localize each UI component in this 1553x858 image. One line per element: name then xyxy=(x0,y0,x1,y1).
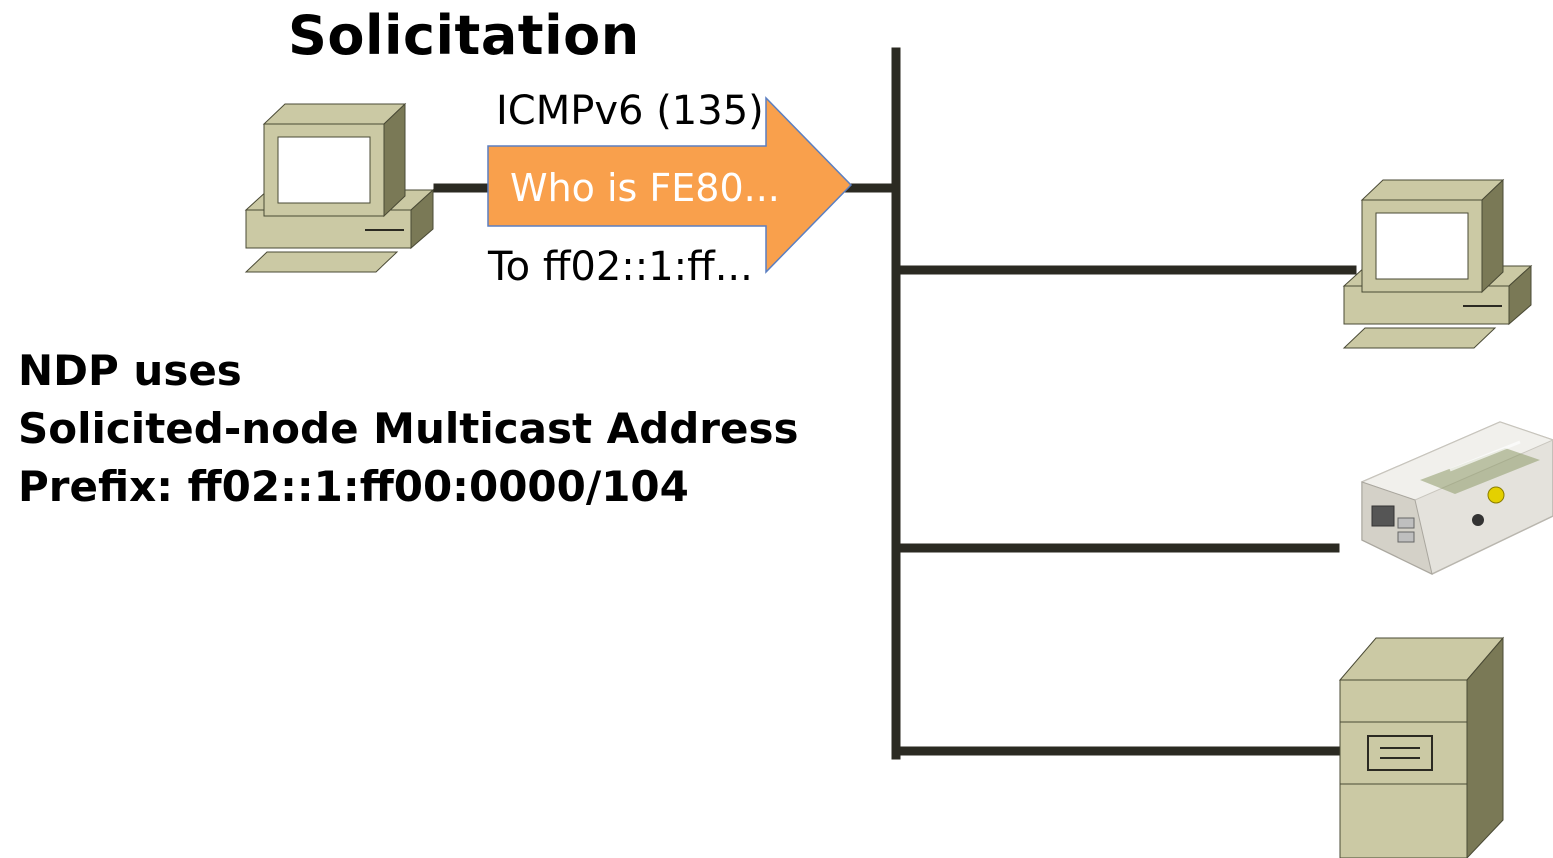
ndp-note: NDP uses Solicited-node Multicast Addres… xyxy=(18,342,799,516)
message-arrow xyxy=(487,96,853,274)
arrow-message-text: Who is FE80... xyxy=(510,166,780,210)
desktop-computer-icon xyxy=(244,102,435,273)
note-line-2: Solicited-node Multicast Address xyxy=(18,404,799,453)
note-line-3: Prefix: ff02::1:ff00:0000/104 xyxy=(18,462,689,511)
server-tower-icon xyxy=(1338,636,1505,858)
protocol-label: ICMPv6 (135) xyxy=(496,88,764,134)
note-line-1: NDP uses xyxy=(18,346,242,395)
desktop-computer-icon xyxy=(1342,178,1533,349)
raspberry-pi-icon xyxy=(1360,421,1553,575)
destination-label: To ff02::1:ff... xyxy=(488,244,753,290)
diagram-title: Solicitation xyxy=(288,4,640,67)
